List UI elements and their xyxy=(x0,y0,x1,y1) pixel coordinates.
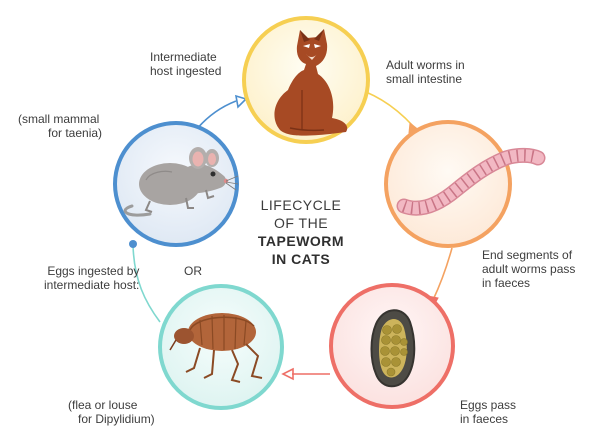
stage-worm xyxy=(384,120,546,248)
mouse-illustration xyxy=(123,147,239,217)
label-flea-louse: (flea or louse for Dipylidium) xyxy=(68,398,155,426)
arrow-egg-to-flea xyxy=(281,367,330,381)
label-small-mammal: (small mammal for taenia) xyxy=(18,112,103,140)
arrow-mouse-to-cat xyxy=(195,94,248,131)
diagram-title: LIFECYCLE OF THE TAPEWORM IN CATS xyxy=(257,197,345,267)
label-eggs-pass: Eggs pass in faeces xyxy=(460,398,517,426)
egg-illustration xyxy=(370,309,416,388)
stage-egg xyxy=(329,283,455,409)
label-intermediate-host: Intermediate host ingested xyxy=(150,50,222,78)
worm-illustration xyxy=(396,147,546,216)
arrow-cat-to-worm xyxy=(365,91,422,134)
label-eggs-ingested: Eggs ingested by intermediate host: xyxy=(44,264,140,292)
label-end-segments: End segments of adult worms pass in faec… xyxy=(482,248,576,290)
cat-illustration xyxy=(274,29,348,136)
stage-flea xyxy=(158,284,284,410)
flea-illustration xyxy=(169,313,263,383)
arrow-flea-to-mouse xyxy=(129,240,161,323)
stage-cat xyxy=(242,16,370,144)
label-or: OR xyxy=(184,264,202,278)
stage-mouse xyxy=(113,121,239,247)
label-adult-worms: Adult worms in small intestine xyxy=(386,58,465,86)
